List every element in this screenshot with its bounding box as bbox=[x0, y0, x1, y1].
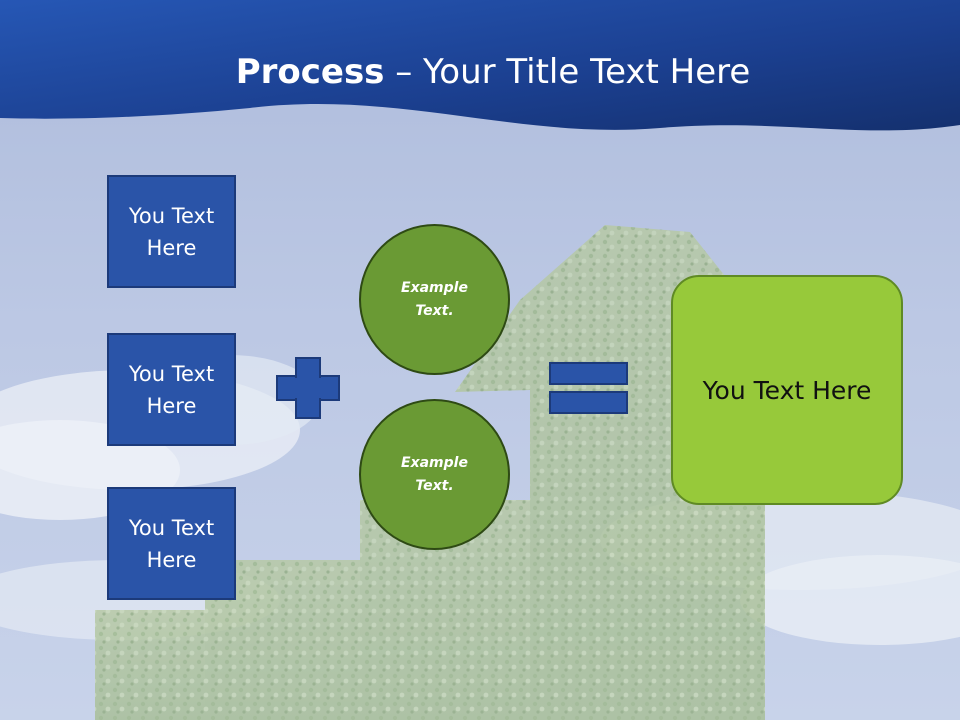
result-box: You Text Here bbox=[671, 275, 903, 505]
example-circle-1: Example Text. bbox=[359, 224, 510, 375]
title-bold: Process bbox=[235, 52, 385, 92]
input-box-3: You Text Here bbox=[107, 487, 236, 600]
input-box-1: You Text Here bbox=[107, 175, 236, 288]
example-circle-2: Example Text. bbox=[359, 399, 510, 550]
title-rest: – Your Title Text Here bbox=[384, 52, 751, 92]
equals-sign-bottom bbox=[549, 391, 628, 414]
input-box-2: You Text Here bbox=[107, 333, 236, 446]
equals-sign-top bbox=[549, 362, 628, 385]
slide-title: Process – Your Title Text Here bbox=[0, 52, 960, 92]
